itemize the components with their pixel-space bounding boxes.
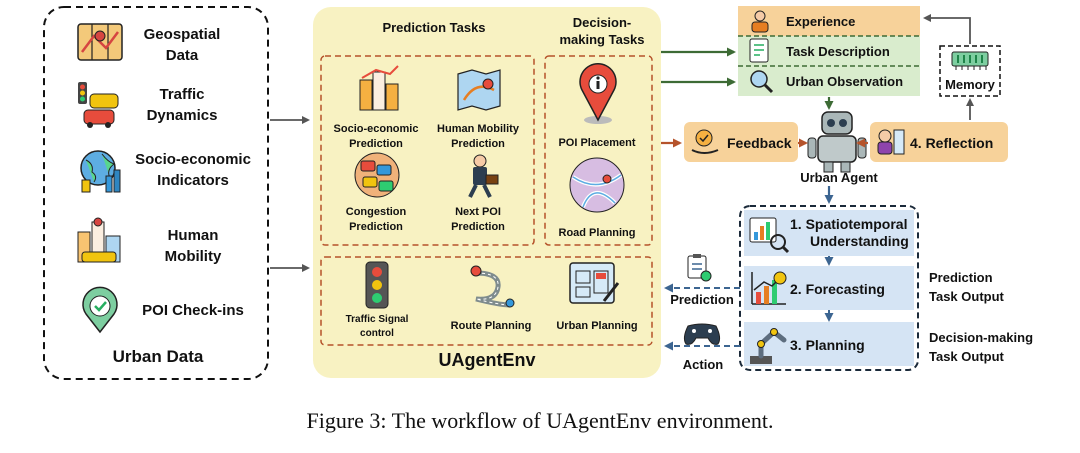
task-route-planning: Route Planning [451, 320, 532, 332]
step-1-label-2: Understanding [810, 233, 909, 249]
task-congestion-1: Congestion [346, 206, 407, 218]
action-return-label: Action [683, 357, 724, 372]
step-2-label: 2. Forecasting [790, 281, 885, 297]
city-icon [77, 217, 121, 263]
traffic-icon [78, 82, 119, 128]
urban-data-label-traffic-1: Traffic [159, 86, 204, 103]
pin-icon [579, 63, 617, 124]
decision-tasks-box [544, 55, 653, 246]
clipboard-icon [687, 254, 712, 282]
feedback-box: Feedback [684, 122, 798, 162]
blueprint-icon [569, 262, 620, 304]
mobility-map-icon [457, 69, 501, 111]
memory-box: Memory [939, 45, 1001, 97]
context-stack: Experience Task Description Urban Observ… [738, 6, 920, 96]
uagentenv-panel: Prediction Tasks Decision- making Tasks [313, 7, 661, 378]
memory-chip-icon [951, 51, 989, 70]
feedback-icon [691, 129, 719, 154]
task-traffic-signal-2: control [360, 328, 394, 339]
route-icon [470, 265, 515, 308]
reflection-icon [877, 129, 905, 155]
forecast-icon [751, 271, 787, 305]
task-next-poi-1: Next POI [455, 206, 501, 218]
prediction-return-label: Prediction [670, 292, 734, 307]
congestion-icon [354, 152, 400, 198]
decision-output-2: Task Output [929, 349, 1005, 364]
urban-agent-label: Urban Agent [800, 170, 878, 185]
reflection-box: 4. Reflection [870, 122, 1008, 162]
step-1-label-1: 1. Spatiotemporal [790, 216, 907, 232]
urban-data-label-socio-2: Indicators [157, 172, 229, 189]
decision-tasks-title-1: Decision- [573, 15, 632, 30]
bottom-tasks-box [320, 256, 653, 346]
task-congestion-2: Prediction [349, 221, 403, 233]
buildings-icon [359, 65, 399, 111]
globe-icon [80, 150, 121, 193]
urban-data-panel: Geospatial Data Traffic Dynamics Socio-e… [43, 6, 269, 380]
urban-data-label-mobility-2: Mobility [165, 248, 222, 265]
urban-observation-icon [750, 70, 774, 94]
prediction-output-1: Prediction [929, 270, 993, 285]
task-human-mobility-2: Prediction [451, 138, 505, 150]
map-icon [77, 23, 123, 61]
memory-label: Memory [945, 77, 996, 92]
decision-tasks-title-2: making Tasks [559, 32, 644, 47]
urban-data-label-geospatial-1: Geospatial [144, 26, 221, 43]
task-description-icon [749, 38, 769, 63]
task-socio-economic-1: Socio-economic [334, 123, 419, 135]
task-urban-planning: Urban Planning [556, 320, 637, 332]
prediction-output-2: Task Output [929, 289, 1005, 304]
task-traffic-signal-1: Traffic Signal [346, 314, 409, 325]
experience-icon [751, 10, 769, 33]
gamepad-icon [683, 323, 721, 345]
road-map-icon [569, 157, 625, 213]
figure-caption: Figure 3: The workflow of UAgentEnv envi… [306, 408, 773, 433]
urban-observation-label: Urban Observation [786, 74, 903, 89]
urban-data-label-geospatial-2: Data [166, 47, 199, 64]
feedback-label: Feedback [727, 135, 792, 151]
urban-data-title: Urban Data [113, 347, 204, 366]
prediction-tasks-title: Prediction Tasks [382, 20, 485, 35]
reflection-label: 4. Reflection [910, 135, 993, 151]
steps-panel: 1. Spatiotemporal Understanding 2. Forec… [739, 205, 919, 371]
task-road-planning: Road Planning [559, 227, 636, 239]
prediction-tasks-box [320, 55, 535, 246]
task-socio-economic-2: Prediction [349, 138, 403, 150]
urban-data-label-traffic-2: Dynamics [147, 107, 218, 124]
arrow-memory-to-experience [923, 14, 971, 44]
traffic-light-icon [365, 261, 389, 309]
task-description-label: Task Description [786, 44, 890, 59]
task-poi-placement: POI Placement [558, 137, 635, 149]
task-next-poi-2: Prediction [451, 221, 505, 233]
analysis-icon [749, 217, 790, 254]
walker-icon [468, 154, 499, 198]
decision-output-1: Decision-making [929, 330, 1033, 345]
robot-icon [807, 111, 867, 173]
urban-data-label-checkins: POI Check-ins [142, 302, 244, 319]
urban-data-label-mobility-1: Human [168, 227, 219, 244]
uagentenv-title: UAgentEnv [438, 350, 535, 370]
experience-label: Experience [786, 14, 855, 29]
urban-data-label-socio-1: Socio-economic [135, 151, 251, 168]
task-human-mobility-1: Human Mobility [437, 123, 520, 135]
checkin-icon [82, 286, 118, 334]
robot-arm-icon [750, 328, 787, 364]
step-3-label: 3. Planning [790, 337, 865, 353]
